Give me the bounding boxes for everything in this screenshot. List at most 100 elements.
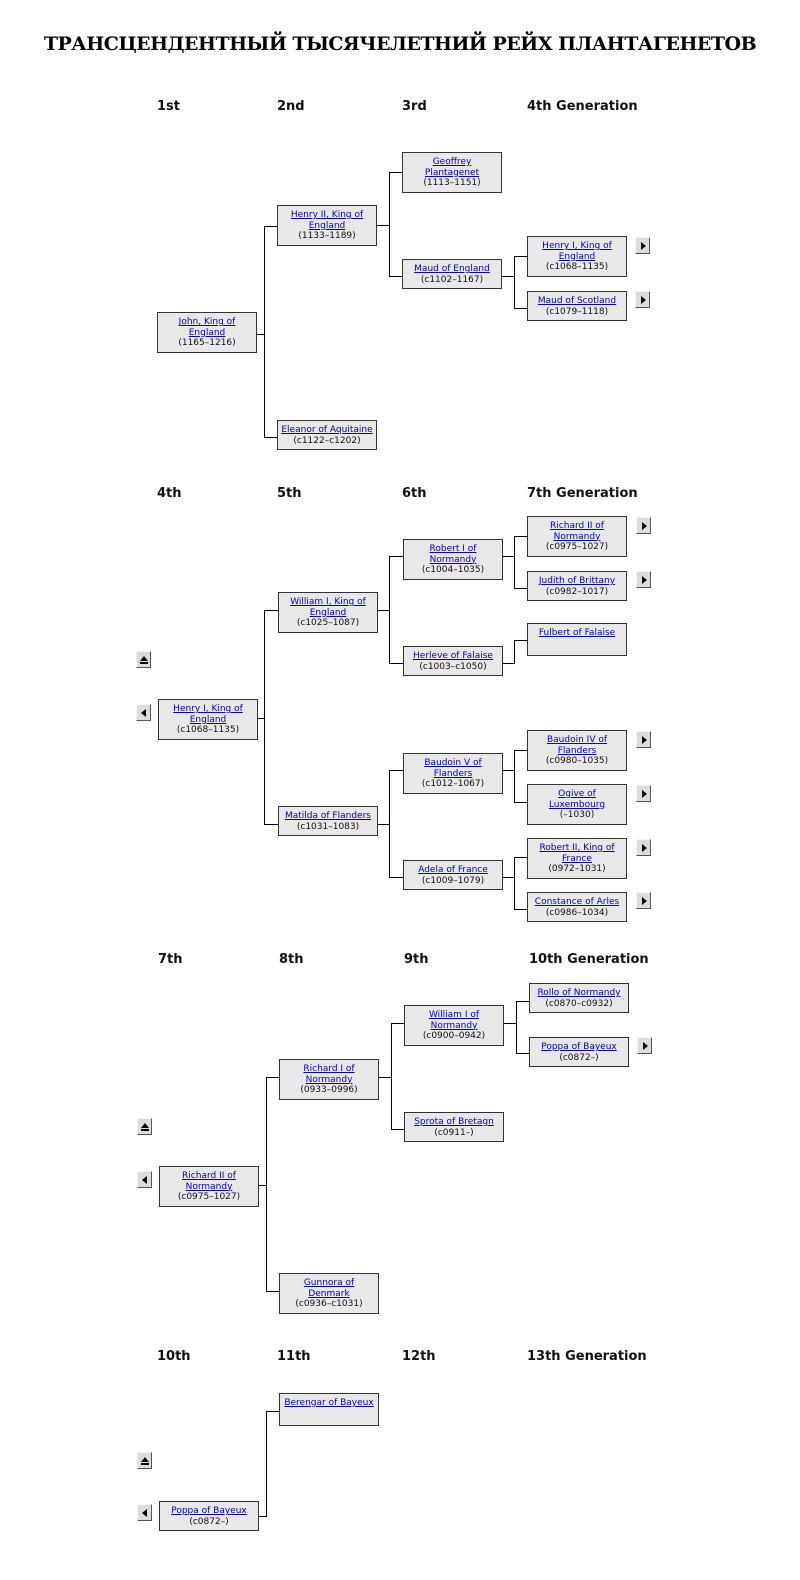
person-link[interactable]: Rollo of Normandy [537, 988, 621, 998]
person-dates: (c1025–1087) [296, 618, 360, 628]
person-box: Baudoin IV of Flanders (c0980–1035) [527, 730, 627, 771]
connector-line [503, 556, 515, 557]
next-generation-button[interactable] [636, 731, 651, 748]
person-link[interactable]: Gunnora of Denmark [303, 1278, 355, 1299]
connector-line [259, 1185, 266, 1186]
person-link[interactable]: Eleanor of Aquitaine [281, 425, 373, 435]
person-link[interactable]: Maud of England [414, 264, 490, 274]
triangle-right-icon [641, 242, 646, 250]
generation-label: 13th Generation [527, 1349, 647, 1364]
generation-label: 7th [158, 952, 183, 967]
connector-line [264, 437, 277, 438]
person-link[interactable]: Maud of Scotland [537, 296, 617, 306]
person-link[interactable]: Herleve of Falaise [413, 651, 493, 661]
connector-line [389, 770, 390, 878]
person-link[interactable]: William I, King of England [290, 597, 366, 618]
person-link[interactable]: Richard II of Normandy [550, 521, 604, 542]
generation-label: 12th [402, 1349, 436, 1364]
person-link[interactable]: Berengar of Bayeux [284, 1398, 374, 1408]
connector-line [514, 640, 527, 641]
person-box: Henry I, King of England (c1068–1135) [158, 699, 258, 740]
person-link[interactable]: Constance of Arles [534, 897, 620, 907]
connector-line [259, 1516, 267, 1517]
connector-line [389, 556, 390, 664]
triangle-left-icon [141, 709, 146, 717]
person-box: William I, King of England (c1025–1087) [278, 592, 378, 633]
person-link[interactable]: Poppa of Bayeux [541, 1042, 617, 1052]
person-dates: (c0870–c0932) [545, 998, 613, 1009]
person-box: Constance of Arles (c0986–1034) [527, 892, 627, 922]
next-generation-button[interactable] [636, 892, 651, 909]
connector-line [266, 1077, 267, 1292]
person-link[interactable]: Adela of France [418, 865, 488, 875]
next-generation-button[interactable] [637, 1037, 652, 1054]
person-link[interactable]: Richard II of Normandy [182, 1171, 236, 1192]
back-button[interactable] [137, 1504, 152, 1521]
connector-line [503, 663, 515, 664]
up-button[interactable] [137, 1452, 152, 1469]
person-dates: (0933–0996) [300, 1085, 358, 1095]
person-link[interactable]: Fulbert of Falaise [538, 628, 616, 638]
person-box: Judith of Brittany (c0982–1017) [527, 571, 627, 601]
person-box: Berengar of Bayeux [279, 1393, 379, 1426]
person-box: Richard I of Normandy (0933–0996) [279, 1059, 379, 1100]
connector-line [514, 588, 527, 589]
person-link[interactable]: William I of Normandy [428, 1010, 480, 1031]
generation-label: 4th Generation [527, 99, 638, 114]
person-box: Gunnora of Denmark (c0936–c1031) [279, 1273, 379, 1314]
person-box: Henry I, King of England (c1068–1135) [527, 236, 627, 277]
person-link[interactable]: Baudoin V of Flanders [424, 758, 482, 779]
person-dates: (c0872–) [189, 1516, 229, 1527]
person-link[interactable]: Ogive of Luxembourg [548, 789, 606, 810]
person-link[interactable]: Poppa of Bayeux [171, 1506, 247, 1516]
connector-line [378, 824, 390, 825]
connector-line [391, 1023, 404, 1024]
person-dates: (c0975–1027) [177, 1192, 241, 1202]
next-generation-button[interactable] [636, 839, 651, 856]
person-box: Matilda of Flanders (c1031–1083) [278, 806, 378, 836]
back-button[interactable] [137, 1171, 152, 1188]
person-box: Robert I of Normandy (c1004–1035) [403, 539, 503, 580]
person-box: Richard II of Normandy (c0975–1027) [159, 1166, 259, 1207]
person-link[interactable]: Henry II, King of England [290, 210, 364, 231]
next-generation-button[interactable] [636, 517, 651, 534]
person-box: John, King of England (1165–1216) [157, 312, 257, 353]
person-box: Eleanor of Aquitaine (c1122–c1202) [277, 420, 377, 450]
back-button[interactable] [136, 704, 151, 721]
connector-line [257, 334, 265, 335]
person-dates: (c0900–0942) [422, 1031, 486, 1041]
person-dates: (c0975–1027) [545, 542, 609, 552]
next-generation-button[interactable] [635, 237, 650, 254]
eject-icon [141, 1123, 149, 1131]
generation-label: 4th [157, 486, 182, 501]
person-link[interactable]: Richard I of Normandy [303, 1064, 355, 1085]
person-link[interactable]: Robert I of Normandy [429, 544, 477, 565]
up-button[interactable] [136, 651, 151, 668]
up-button[interactable] [137, 1118, 152, 1135]
person-link[interactable]: Robert II, King of France [539, 843, 615, 864]
person-link[interactable]: John, King of England [178, 317, 236, 338]
person-link[interactable]: Sprota of Bretagn [414, 1117, 494, 1127]
person-link[interactable]: Judith of Brittany [538, 576, 616, 586]
generation-label: 5th [277, 486, 302, 501]
person-link[interactable]: Matilda of Flanders [285, 811, 371, 821]
connector-line [516, 1001, 529, 1002]
connector-line [264, 226, 265, 438]
triangle-right-icon [641, 296, 646, 304]
person-link[interactable]: Henry I, King of England [173, 704, 243, 725]
person-dates: (1165–1216) [178, 338, 236, 348]
generation-label: 8th [279, 952, 304, 967]
connector-line [389, 663, 403, 664]
next-generation-button[interactable] [635, 291, 650, 308]
person-dates: (c0872–) [559, 1052, 599, 1063]
person-link[interactable]: Henry I, King of England [542, 241, 612, 262]
person-link[interactable]: Geoffrey Plantagenet [424, 157, 480, 178]
person-link[interactable]: Baudoin IV of Flanders [546, 735, 608, 756]
connector-line [389, 770, 403, 771]
person-dates: (c1004–1035) [421, 565, 485, 575]
next-generation-button[interactable] [636, 785, 651, 802]
connector-line [514, 802, 527, 803]
connector-line [389, 172, 402, 173]
next-generation-button[interactable] [636, 571, 651, 588]
person-dates: (c0911–) [434, 1127, 474, 1138]
